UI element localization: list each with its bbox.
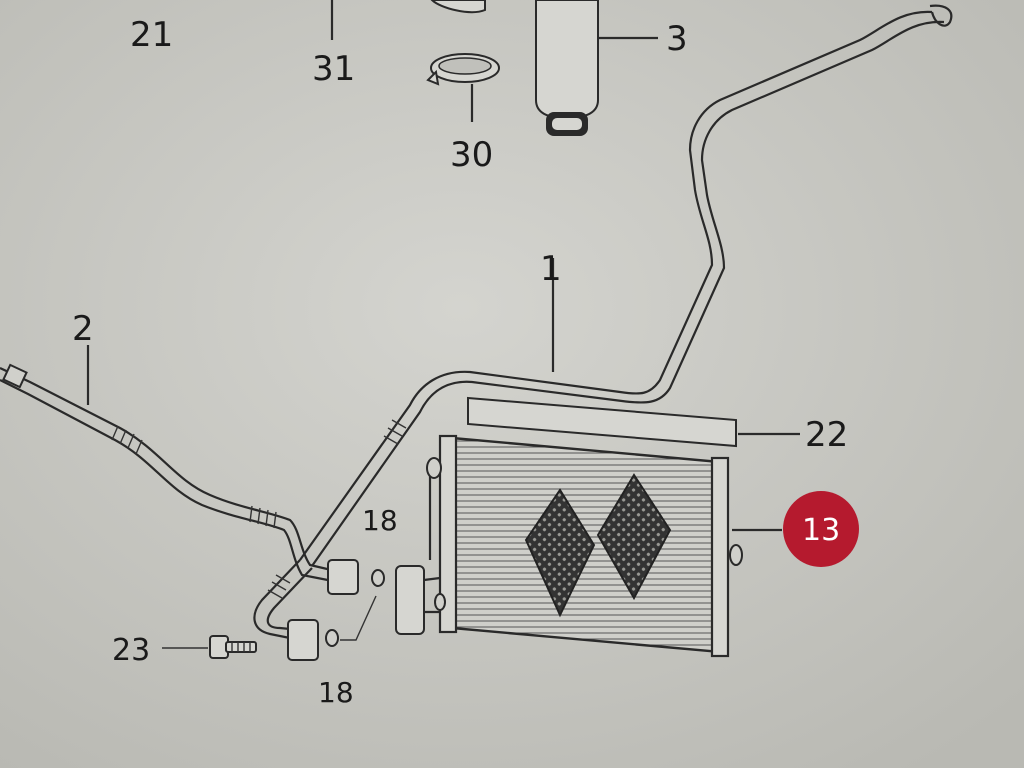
callout-30: 30 <box>450 135 493 175</box>
part-1-pipe <box>299 4 953 567</box>
part-2-pipe <box>0 345 341 584</box>
part-23-bolt <box>162 635 257 659</box>
part-22-strip <box>467 396 800 448</box>
callout-21: 21 <box>130 15 173 55</box>
callout-3: 3 <box>666 19 688 59</box>
part-13-condenser <box>395 434 782 658</box>
callout-23: 23 <box>112 633 150 668</box>
part-3-drier <box>535 0 658 136</box>
callout-13[interactable]: 13 <box>802 513 840 548</box>
callout-18-upper: 18 <box>362 504 398 537</box>
callout-22: 22 <box>805 415 848 455</box>
callout-1: 1 <box>540 249 562 289</box>
part-30-clamp <box>426 53 500 122</box>
callout-18-lower: 18 <box>318 676 354 709</box>
callout-31: 31 <box>312 49 355 89</box>
fitting-top <box>430 0 486 14</box>
callout-2: 2 <box>72 309 94 349</box>
pipe-lower-fittings <box>253 559 385 661</box>
highlight-circle-13[interactable] <box>783 491 859 567</box>
